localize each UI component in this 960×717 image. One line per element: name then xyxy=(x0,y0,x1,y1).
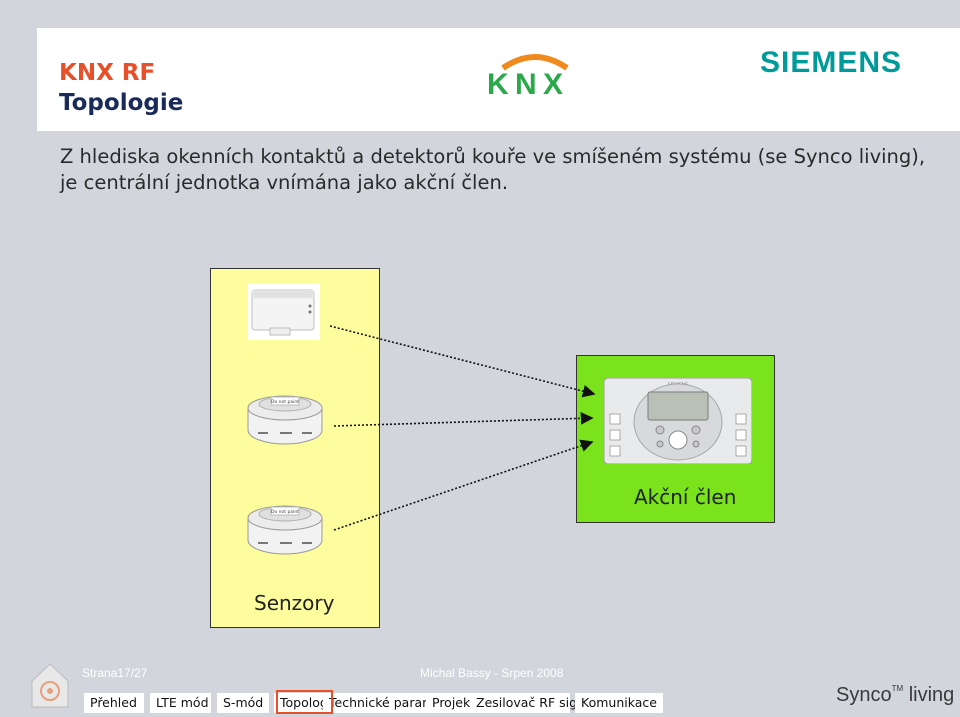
slide-body-text: Z hlediska okenních kontaktů a detektorů… xyxy=(60,145,926,194)
nav-tab-komunikace[interactable]: Komunikace xyxy=(575,693,663,713)
siemens-logo: SIEMENS xyxy=(760,46,903,79)
svg-text:K: K xyxy=(487,68,509,98)
smoke-detector-icon: Do not paint xyxy=(247,505,323,555)
knx-logo: K N X xyxy=(487,54,569,98)
synco-living-logo: SyncoTM living xyxy=(836,684,954,707)
nav-tab-lte-mod[interactable]: LTE mód xyxy=(150,693,211,713)
actor-label: Akční člen xyxy=(634,485,737,509)
central-unit-device: SIEMENS xyxy=(604,378,752,464)
active-tab-highlight xyxy=(276,690,333,714)
synco-suffix: living xyxy=(908,684,955,706)
slide-title-line2: Topologie xyxy=(59,90,184,116)
synco-house-icon xyxy=(31,663,69,708)
author-date: Michal Bassy - Srpen 2008 xyxy=(420,666,564,680)
smoke-sticker: Do not paint xyxy=(271,509,299,515)
nav-tab-technicke-parametry[interactable]: Technické parametry xyxy=(323,693,459,713)
nav-tab-prehled[interactable]: Přehled xyxy=(84,693,144,713)
svg-text:X: X xyxy=(543,68,563,98)
smoke-sticker: Do not paint xyxy=(271,399,299,405)
svg-text:N: N xyxy=(515,68,537,98)
nav-tab-zesilovac[interactable]: Zesilovač RF signálu xyxy=(470,693,604,713)
synco-brand: Synco xyxy=(836,684,892,706)
smoke-detector-icon: Do not paint xyxy=(247,395,323,445)
page-number: Strana17/27 xyxy=(82,666,148,680)
sensors-label: Senzory xyxy=(254,591,335,615)
slide-header xyxy=(37,28,960,131)
nav-tab-s-mod[interactable]: S-mód xyxy=(217,693,269,713)
slide-title-line1: KNX RF xyxy=(59,60,156,86)
synco-tm: TM xyxy=(891,684,904,693)
window-contact-device xyxy=(248,284,320,340)
